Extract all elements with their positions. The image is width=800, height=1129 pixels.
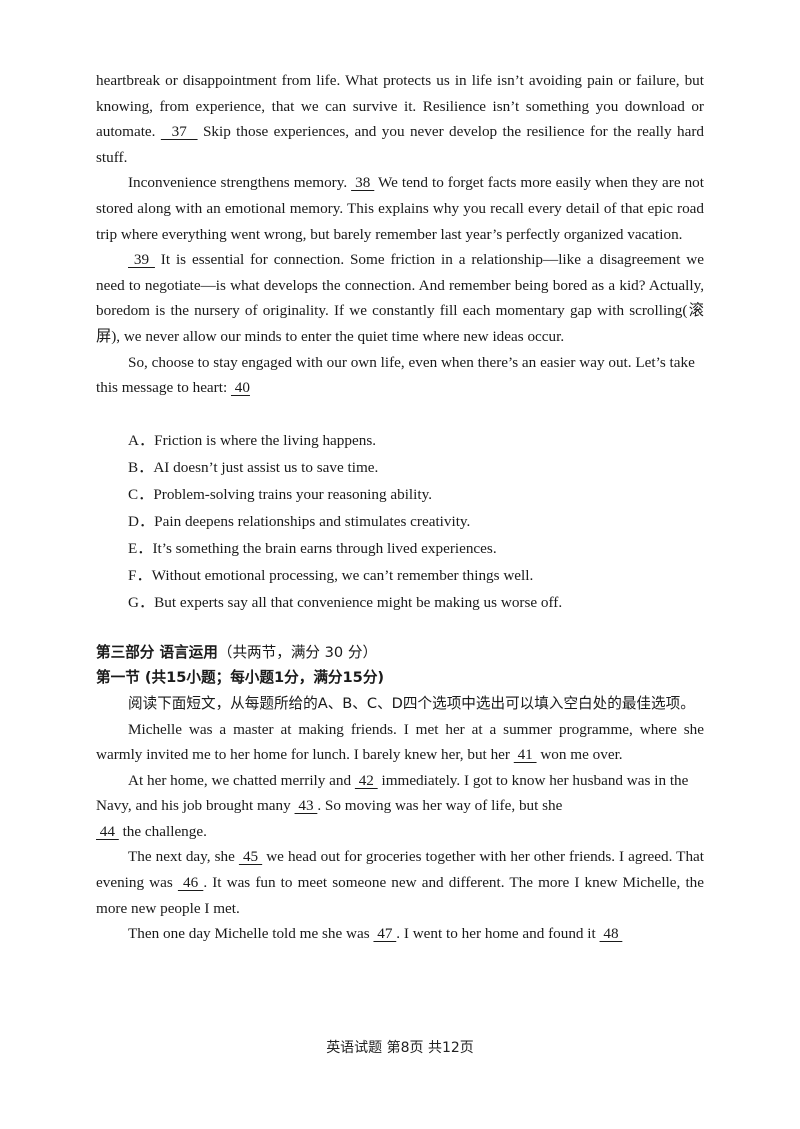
blank-47: 47 <box>373 925 397 943</box>
blank-45: 45 <box>238 848 263 866</box>
text: . So moving was her way of life, but she <box>317 797 563 815</box>
text: immediately. I got to know her husband w… <box>96 771 689 815</box>
option-b: B．AI doesn’t just assist us to save time… <box>128 458 379 476</box>
blank-42: 42 <box>354 771 378 789</box>
page-footer: 英语试题 第8页 共12页 <box>326 1040 474 1056</box>
cloze-paragraph-3: The next day, she 45 we head out for gro… <box>96 844 704 921</box>
text: It is essential for connection. Some fri… <box>96 251 705 345</box>
text: We tend to forget facts more easily when… <box>96 174 704 243</box>
instruction: 阅读下面短文，从每题所给的A、B、C、D四个选项中选出可以填入空白处的最佳选项。 <box>128 694 695 712</box>
text: At her home, we chatted merrily and <box>128 771 355 789</box>
cloze-paragraph-2: At her home, we chatted merrily and 42 i… <box>96 768 704 845</box>
text: The next day, she <box>128 848 239 866</box>
text: Skip those experiences, and you never de… <box>96 123 704 166</box>
text: . I went to her home and found it <box>396 925 600 943</box>
cloze-paragraph-1: Michelle was a master at making friends.… <box>96 717 704 768</box>
passage-paragraph-4: So, choose to stay engaged with our own … <box>96 350 704 401</box>
blank-39: 39 <box>128 251 155 269</box>
passage-paragraph-3: 39 It is essential for connection. Some … <box>96 247 704 349</box>
blank-38: 38 <box>351 174 375 192</box>
text: So, choose to stay engaged with our own … <box>96 353 695 397</box>
option-d: D．Pain deepens relationships and stimula… <box>128 512 471 530</box>
passage-paragraph-2: Inconvenience strengthens memory. 38 We … <box>96 170 704 247</box>
blank-37: 37 <box>160 123 198 141</box>
option-c: C．Problem-solving trains your reasoning … <box>128 485 432 503</box>
blank-41: 41 <box>513 746 537 764</box>
part-three-title: 第三部分 语言运用（共两节，满分 30 分） <box>96 640 704 666</box>
text: won me over. <box>536 746 623 764</box>
blank-48: 48 <box>599 925 623 943</box>
option-f: F．Without emotional processing, we can’t… <box>128 566 534 584</box>
option-g: G．But experts say all that convenience m… <box>128 593 563 611</box>
text: Michelle was a master at making friends.… <box>96 720 704 764</box>
option-e: E．It’s something the brain earns through… <box>128 539 497 557</box>
text: we head out for groceries together with … <box>96 848 705 892</box>
passage-paragraph-1: heartbreak or disappointment from life. … <box>96 68 704 170</box>
text: Then one day Michelle told me she was <box>128 925 374 943</box>
blank-40: 40 <box>230 379 250 397</box>
section-one-title: 第一节 (共15小题；每小题1分，满分15分) <box>96 669 385 687</box>
text: the challenge. <box>118 822 207 840</box>
blank-43: 43 <box>294 797 318 815</box>
text: 第三部分 语言运用 <box>96 643 218 661</box>
document-page: heartbreak or disappointment from life. … <box>96 68 704 947</box>
answer-options: A．Friction is where the living happens. … <box>96 427 704 616</box>
part-three: 第三部分 语言运用（共两节，满分 30 分） 第一节 (共15小题；每小题1分，… <box>96 640 704 717</box>
text: （共两节，满分 30 分） <box>217 643 378 661</box>
blank-46: 46 <box>177 874 204 892</box>
option-a: A．Friction is where the living happens. <box>128 431 377 449</box>
text: Inconvenience strengthens memory. <box>128 174 352 192</box>
blank-44: 44 <box>96 822 119 840</box>
cloze-paragraph-4: Then one day Michelle told me she was 47… <box>96 921 704 947</box>
text: . It was fun to meet someone new and dif… <box>96 874 704 917</box>
text: heartbreak or disappointment from life. … <box>96 72 704 141</box>
